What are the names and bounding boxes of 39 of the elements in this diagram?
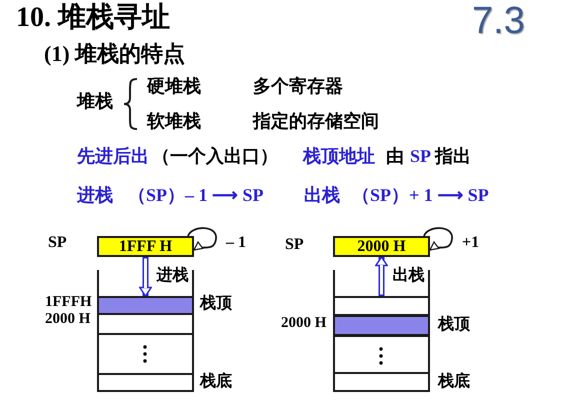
slide-number: 7.3 (472, 0, 525, 44)
stack-pointer-register: 2000 H (333, 236, 430, 257)
curved-arrow (187, 227, 217, 251)
register-name: SP (410, 146, 432, 167)
memory-cell (99, 373, 192, 392)
stack-top-label: 栈顶 (438, 316, 470, 334)
block-arrow (375, 256, 388, 296)
curved-arrow (423, 227, 453, 251)
edge-label: 进栈 (156, 266, 188, 285)
note-text: 指出 (435, 146, 471, 167)
description-text: 指定的存储空间 (253, 111, 379, 132)
register-label: SP (48, 234, 67, 252)
stack-bottom-label: 栈底 (200, 373, 232, 392)
operation-name: 出栈 (304, 185, 340, 206)
edge-label: 出栈 (392, 266, 424, 285)
section-heading: (1) 堆栈的特点 (44, 41, 186, 66)
stack-pointer-register: 1FFF H (97, 236, 194, 257)
formula-text: （SP）+ 1 ⟶ SP (352, 185, 489, 206)
memory-cell (99, 296, 192, 313)
memory-cell (335, 372, 428, 392)
memory-cell (335, 314, 428, 334)
slide-title: 10. 堆栈寻址 (16, 2, 170, 34)
term-label: 堆栈 (77, 91, 113, 112)
description-text: 多个寄存器 (253, 76, 343, 97)
stack-top-label: 栈顶 (200, 295, 232, 314)
stack-bottom-label: 栈底 (438, 373, 470, 392)
note-text: （一个入出口） (152, 146, 278, 167)
block-arrow (139, 257, 152, 297)
address-label: 2000 H (45, 311, 90, 328)
formula-text: （SP）– 1 ⟶ SP (128, 185, 264, 206)
key-term: 栈顶地址 (303, 146, 375, 167)
principle-text: 先进后出 (77, 146, 149, 167)
note-text: 由 (386, 146, 404, 167)
address-label: 1FFFH (45, 294, 92, 312)
register-label: SP (285, 236, 304, 254)
category-label: 软堆栈 (147, 111, 201, 132)
category-label: 硬堆栈 (147, 76, 201, 97)
address-label: 2000 H (281, 315, 326, 332)
operation-name: 进栈 (77, 185, 113, 206)
